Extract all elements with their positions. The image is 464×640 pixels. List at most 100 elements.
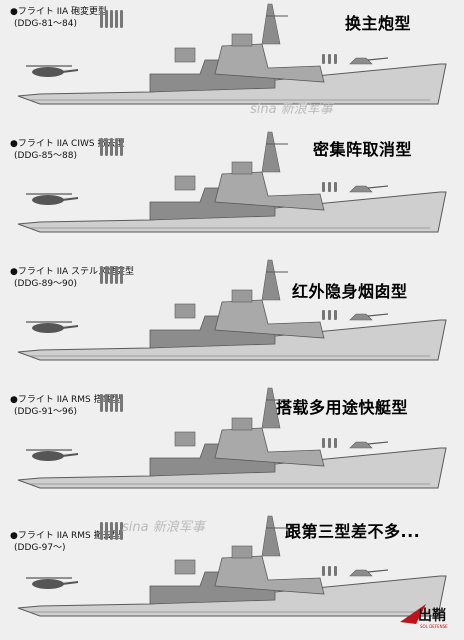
caption-range: (DDG-91～96) xyxy=(14,407,78,417)
panel-2: ●フライト IIA CIWS 撤去型 (DDG-85～88) 密集阵取消型 xyxy=(0,128,464,256)
destroyer-profile xyxy=(17,3,447,105)
missile-icon xyxy=(334,310,337,320)
destroyer-profile xyxy=(17,131,447,233)
publisher-logo: 出鞘 SOL DEFENSE xyxy=(396,600,456,634)
aft-funnel xyxy=(174,47,196,63)
mast xyxy=(261,3,281,45)
main-gun xyxy=(349,57,373,65)
caption-title: ●フライト IIA ステルス煙突型 xyxy=(10,267,135,277)
main-gun xyxy=(349,185,373,193)
helicopter xyxy=(32,195,64,205)
helicopter-tail xyxy=(61,69,79,73)
missile-icon xyxy=(105,138,108,156)
missile-icon xyxy=(115,10,118,28)
forward-funnel xyxy=(231,161,253,175)
missile-icon xyxy=(120,522,123,540)
aft-funnel xyxy=(174,303,196,319)
svg-text:出鞘: 出鞘 xyxy=(418,607,446,624)
logo-mark: 出鞘 SOL DEFENSE xyxy=(400,604,448,629)
helicopter-tail xyxy=(61,197,79,201)
missile-icon xyxy=(120,10,123,28)
missile-icon xyxy=(105,266,108,284)
watermark: sina 新浪军事 xyxy=(122,516,205,535)
caption-title: ●フライト IIA RMS 搭載型 xyxy=(10,395,121,405)
missile-icon xyxy=(115,266,118,284)
missile-icon xyxy=(110,266,113,284)
missile-icon xyxy=(100,266,103,284)
panel-4: ●フライト IIA RMS 搭載型 (DDG-91～96) 搭载多用途快艇型 xyxy=(0,384,464,512)
caption-range: (DDG-89～90) xyxy=(14,279,78,289)
forward-funnel xyxy=(231,289,253,303)
destroyer-profile xyxy=(17,387,447,489)
hull xyxy=(17,447,447,489)
variant-label: 密集阵取消型 xyxy=(313,140,413,159)
missile-icon xyxy=(110,10,113,28)
hull xyxy=(17,63,447,105)
panel-5: ●フライト IIA RMS 撤去型 (DDG-97～) 跟第三型差不多... xyxy=(0,512,464,640)
caption: ●フライト IIA RMS 撤去型 (DDG-97～) xyxy=(10,530,121,554)
forward-funnel xyxy=(231,545,253,559)
caption: ●フライト IIA 砲変更型 (DDG-81～84) xyxy=(10,6,107,30)
missile-icon xyxy=(105,522,108,540)
aft-funnel xyxy=(174,431,196,447)
missile-icon xyxy=(110,394,113,412)
missile-icon xyxy=(322,310,325,320)
gun-barrel xyxy=(367,569,389,573)
missile-icon xyxy=(328,438,331,448)
missile-icon xyxy=(334,54,337,64)
forward-superstructure xyxy=(214,555,325,595)
hull xyxy=(17,319,447,361)
missile-icon xyxy=(100,10,103,28)
mast xyxy=(261,259,281,301)
missile-icon xyxy=(115,522,118,540)
aft-funnel xyxy=(174,175,196,191)
missile-icon xyxy=(334,566,337,576)
gun-barrel xyxy=(367,313,389,317)
forward-superstructure xyxy=(214,299,325,339)
main-gun xyxy=(349,313,373,321)
gun-barrel xyxy=(367,57,389,61)
watermark: sina 新浪军事 xyxy=(250,98,333,117)
missile-icon xyxy=(120,266,123,284)
missile-icon xyxy=(100,138,103,156)
missile-icon xyxy=(110,138,113,156)
main-gun xyxy=(349,441,373,449)
missile-icon xyxy=(322,54,325,64)
helicopter xyxy=(32,67,64,77)
hull xyxy=(17,191,447,233)
variant-label: 跟第三型差不多... xyxy=(285,522,421,541)
main-gun xyxy=(349,569,373,577)
missile-icon xyxy=(105,10,108,28)
missile-icon xyxy=(322,182,325,192)
missile-icon xyxy=(120,394,123,412)
helicopter xyxy=(32,323,64,333)
caption: ●フライト IIA RMS 搭載型 (DDG-91～96) xyxy=(10,394,121,418)
destroyer-profile xyxy=(17,515,447,617)
missile-icon xyxy=(328,182,331,192)
svg-text:SOL DEFENSE: SOL DEFENSE xyxy=(420,624,448,629)
helicopter xyxy=(32,451,64,461)
missile-icon xyxy=(120,138,123,156)
forward-superstructure xyxy=(214,43,325,83)
aft-funnel xyxy=(174,559,196,575)
missile-icon xyxy=(105,394,108,412)
panel-1: ●フライト IIA 砲変更型 (DDG-81～84) 换主炮型 xyxy=(0,0,464,128)
caption-title: ●フライト IIA 砲変更型 xyxy=(10,7,108,17)
gun-barrel xyxy=(367,441,389,445)
missile-icon xyxy=(322,438,325,448)
missile-icon xyxy=(328,54,331,64)
missile-icon xyxy=(334,438,337,448)
watermark-text: 新浪军事 xyxy=(152,520,205,535)
panel-3: ●フライト IIA ステルス煙突型 (DDG-89～90) 红外隐身烟囱型 xyxy=(0,256,464,384)
watermark-brand: sina xyxy=(122,520,149,535)
missile-icon xyxy=(115,138,118,156)
caption: ●フライト IIA ステルス煙突型 (DDG-89～90) xyxy=(10,266,134,290)
mast xyxy=(261,387,281,429)
helicopter xyxy=(32,579,64,589)
missile-icon xyxy=(110,522,113,540)
destroyer-profile xyxy=(17,259,447,361)
hull xyxy=(17,575,447,617)
caption-range: (DDG-85～88) xyxy=(14,151,78,161)
watermark-text: 新浪军事 xyxy=(280,102,333,117)
watermark-brand: sina xyxy=(250,102,277,117)
